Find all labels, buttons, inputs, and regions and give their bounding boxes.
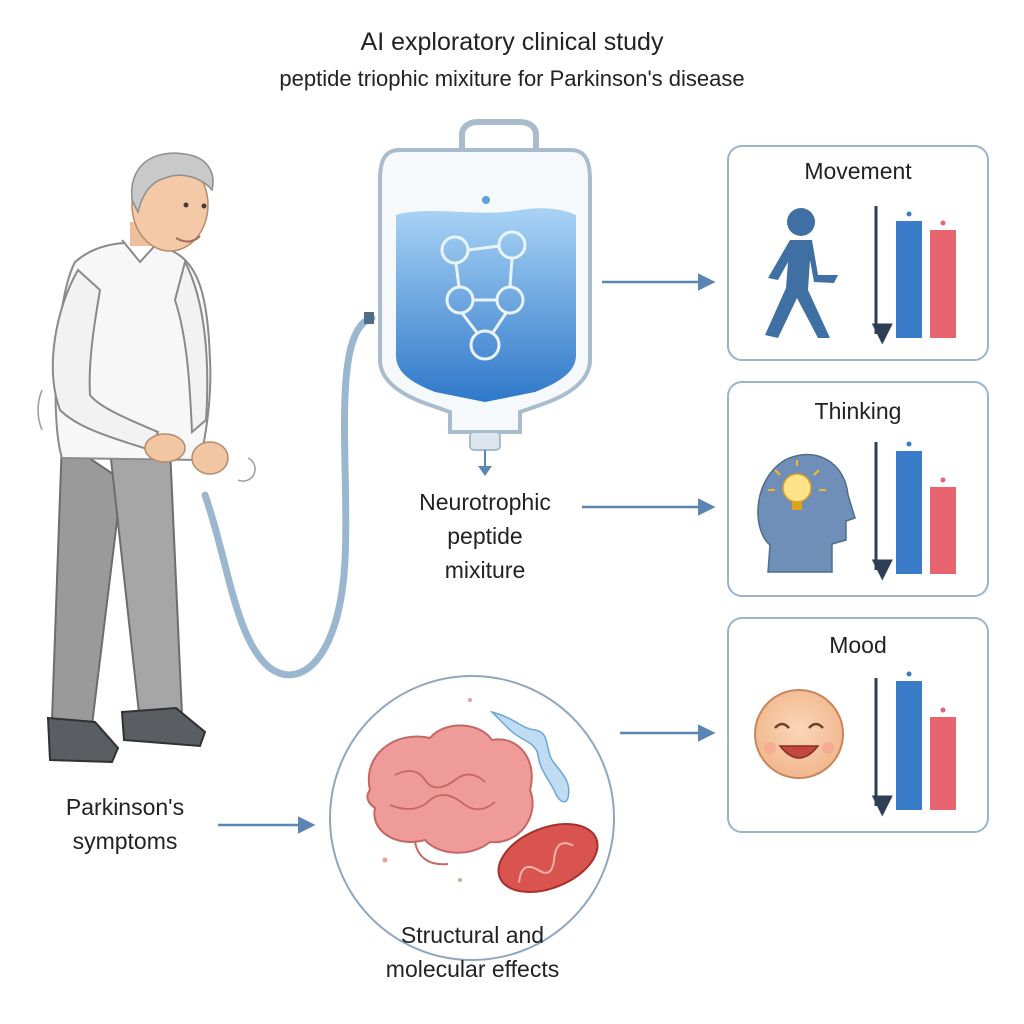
panel-mood [727, 617, 989, 833]
effects-label-line-1: Structural and [400, 922, 545, 948]
page-subtitle: peptide triophic mixiture for Parkinson'… [279, 66, 745, 91]
bag-label-line-3: mixiture [444, 557, 526, 583]
bar-marker-before-2 [906, 441, 912, 447]
panel-movement [727, 145, 989, 361]
page-title: AI exploratory clinical study [360, 28, 664, 56]
panel-thinking [727, 381, 989, 597]
iv-bag [378, 119, 592, 476]
bar-before-1 [896, 221, 922, 338]
bag-label-line-1: Neurotrophic [419, 489, 551, 515]
bar-marker-before-3 [906, 671, 912, 677]
bar-after-2 [930, 487, 956, 574]
peptide-ribbon-icon [489, 710, 570, 803]
effects-circle [329, 675, 615, 961]
bar-after-1 [930, 230, 956, 338]
bar-marker-after-1 [940, 220, 946, 226]
walking-person-icon [765, 208, 838, 338]
panel-mood-label: Mood [829, 632, 887, 658]
bag-label: Neurotrophic peptide mixiture [380, 485, 590, 587]
panel-movement-label: Movement [804, 158, 912, 184]
head-lightbulb-icon [757, 453, 856, 573]
iv-tube [201, 314, 376, 679]
patient-label: Parkinson's symptoms [30, 790, 220, 858]
bar-after-3 [930, 717, 956, 810]
effects-label-line-2: molecular effects [385, 956, 560, 982]
patient-label-line-2: symptoms [72, 828, 178, 854]
effects-label: Structural and molecular effects [340, 918, 605, 986]
bar-marker-after-2 [940, 477, 946, 483]
bar-before-2 [896, 451, 922, 574]
bar-before-3 [896, 681, 922, 810]
panel-thinking-label: Thinking [814, 398, 902, 424]
mitochondrion-icon [497, 823, 599, 893]
bar-marker-after-3 [940, 707, 946, 713]
bag-label-line-2: peptide [447, 523, 523, 549]
smiling-face-icon [754, 689, 844, 779]
tube-clamp [364, 312, 374, 324]
patient-label-line-1: Parkinson's [65, 794, 185, 820]
brain-icon [366, 724, 534, 854]
bar-marker-before-1 [906, 211, 912, 217]
bars-layer [871, 206, 956, 817]
patient-figure [37, 152, 256, 764]
